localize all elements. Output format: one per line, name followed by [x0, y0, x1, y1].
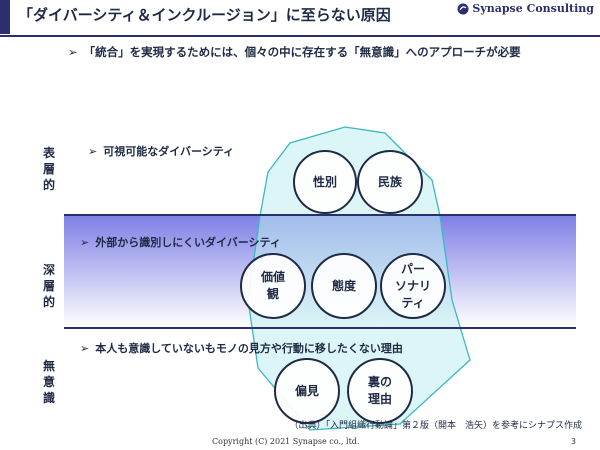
arrow-bullet-icon: ➢: [80, 236, 90, 249]
title-accent-bar: [0, 0, 10, 34]
node-personality: パー ソナリ ティ: [380, 253, 446, 319]
layer-label-surface: 表層的: [42, 146, 55, 192]
node-gender: 性別: [293, 150, 357, 214]
page-number: 3: [570, 437, 576, 446]
surface-line: [64, 214, 576, 216]
surface-description: ➢可視可能なダイバーシティ: [88, 145, 235, 158]
node-hidden-reason: 裏の 理由: [347, 358, 413, 424]
arrow-bullet-icon: ➢: [68, 45, 78, 59]
page-title: 「ダイバーシティ＆インクルージョン」に至らない原因: [18, 6, 391, 24]
node-values: 価値 観: [240, 253, 306, 319]
copyright: Copyright (C) 2021 Synapse co., ltd.: [212, 437, 360, 446]
layer-label-deep: 深層的: [42, 263, 55, 309]
arrow-bullet-icon: ➢: [88, 145, 98, 158]
company-logo: Synapse Consulting: [457, 2, 594, 15]
source-citation: （出典）「入門組織行動論」第２版（開本 浩矢）を参考にシナプス作成: [289, 421, 582, 431]
logo-text: Synapse Consulting: [472, 2, 594, 15]
node-ethnicity: 民族: [357, 150, 423, 214]
subtitle-text: 「統合」を実現するためには、個々の中に存在する「無意識」へのアプローチが必要: [83, 45, 521, 59]
unconscious-description: ➢本人も意識していないもモノの見方や行動に移したくない理由: [80, 342, 403, 355]
subtitle: ➢ 「統合」を実現するためには、個々の中に存在する「無意識」へのアプローチが必要: [68, 44, 521, 60]
node-bias: 偏見: [274, 358, 340, 424]
title-divider: [0, 35, 600, 37]
arrow-bullet-icon: ➢: [80, 342, 90, 355]
node-attitude: 態度: [311, 253, 377, 319]
logo-mark-icon: [457, 3, 469, 14]
deep-description: ➢外部から識別しにくいダイバーシティ: [80, 236, 281, 249]
subconscious-line: [64, 327, 576, 329]
layer-label-unconscious: 無意識: [42, 359, 55, 405]
